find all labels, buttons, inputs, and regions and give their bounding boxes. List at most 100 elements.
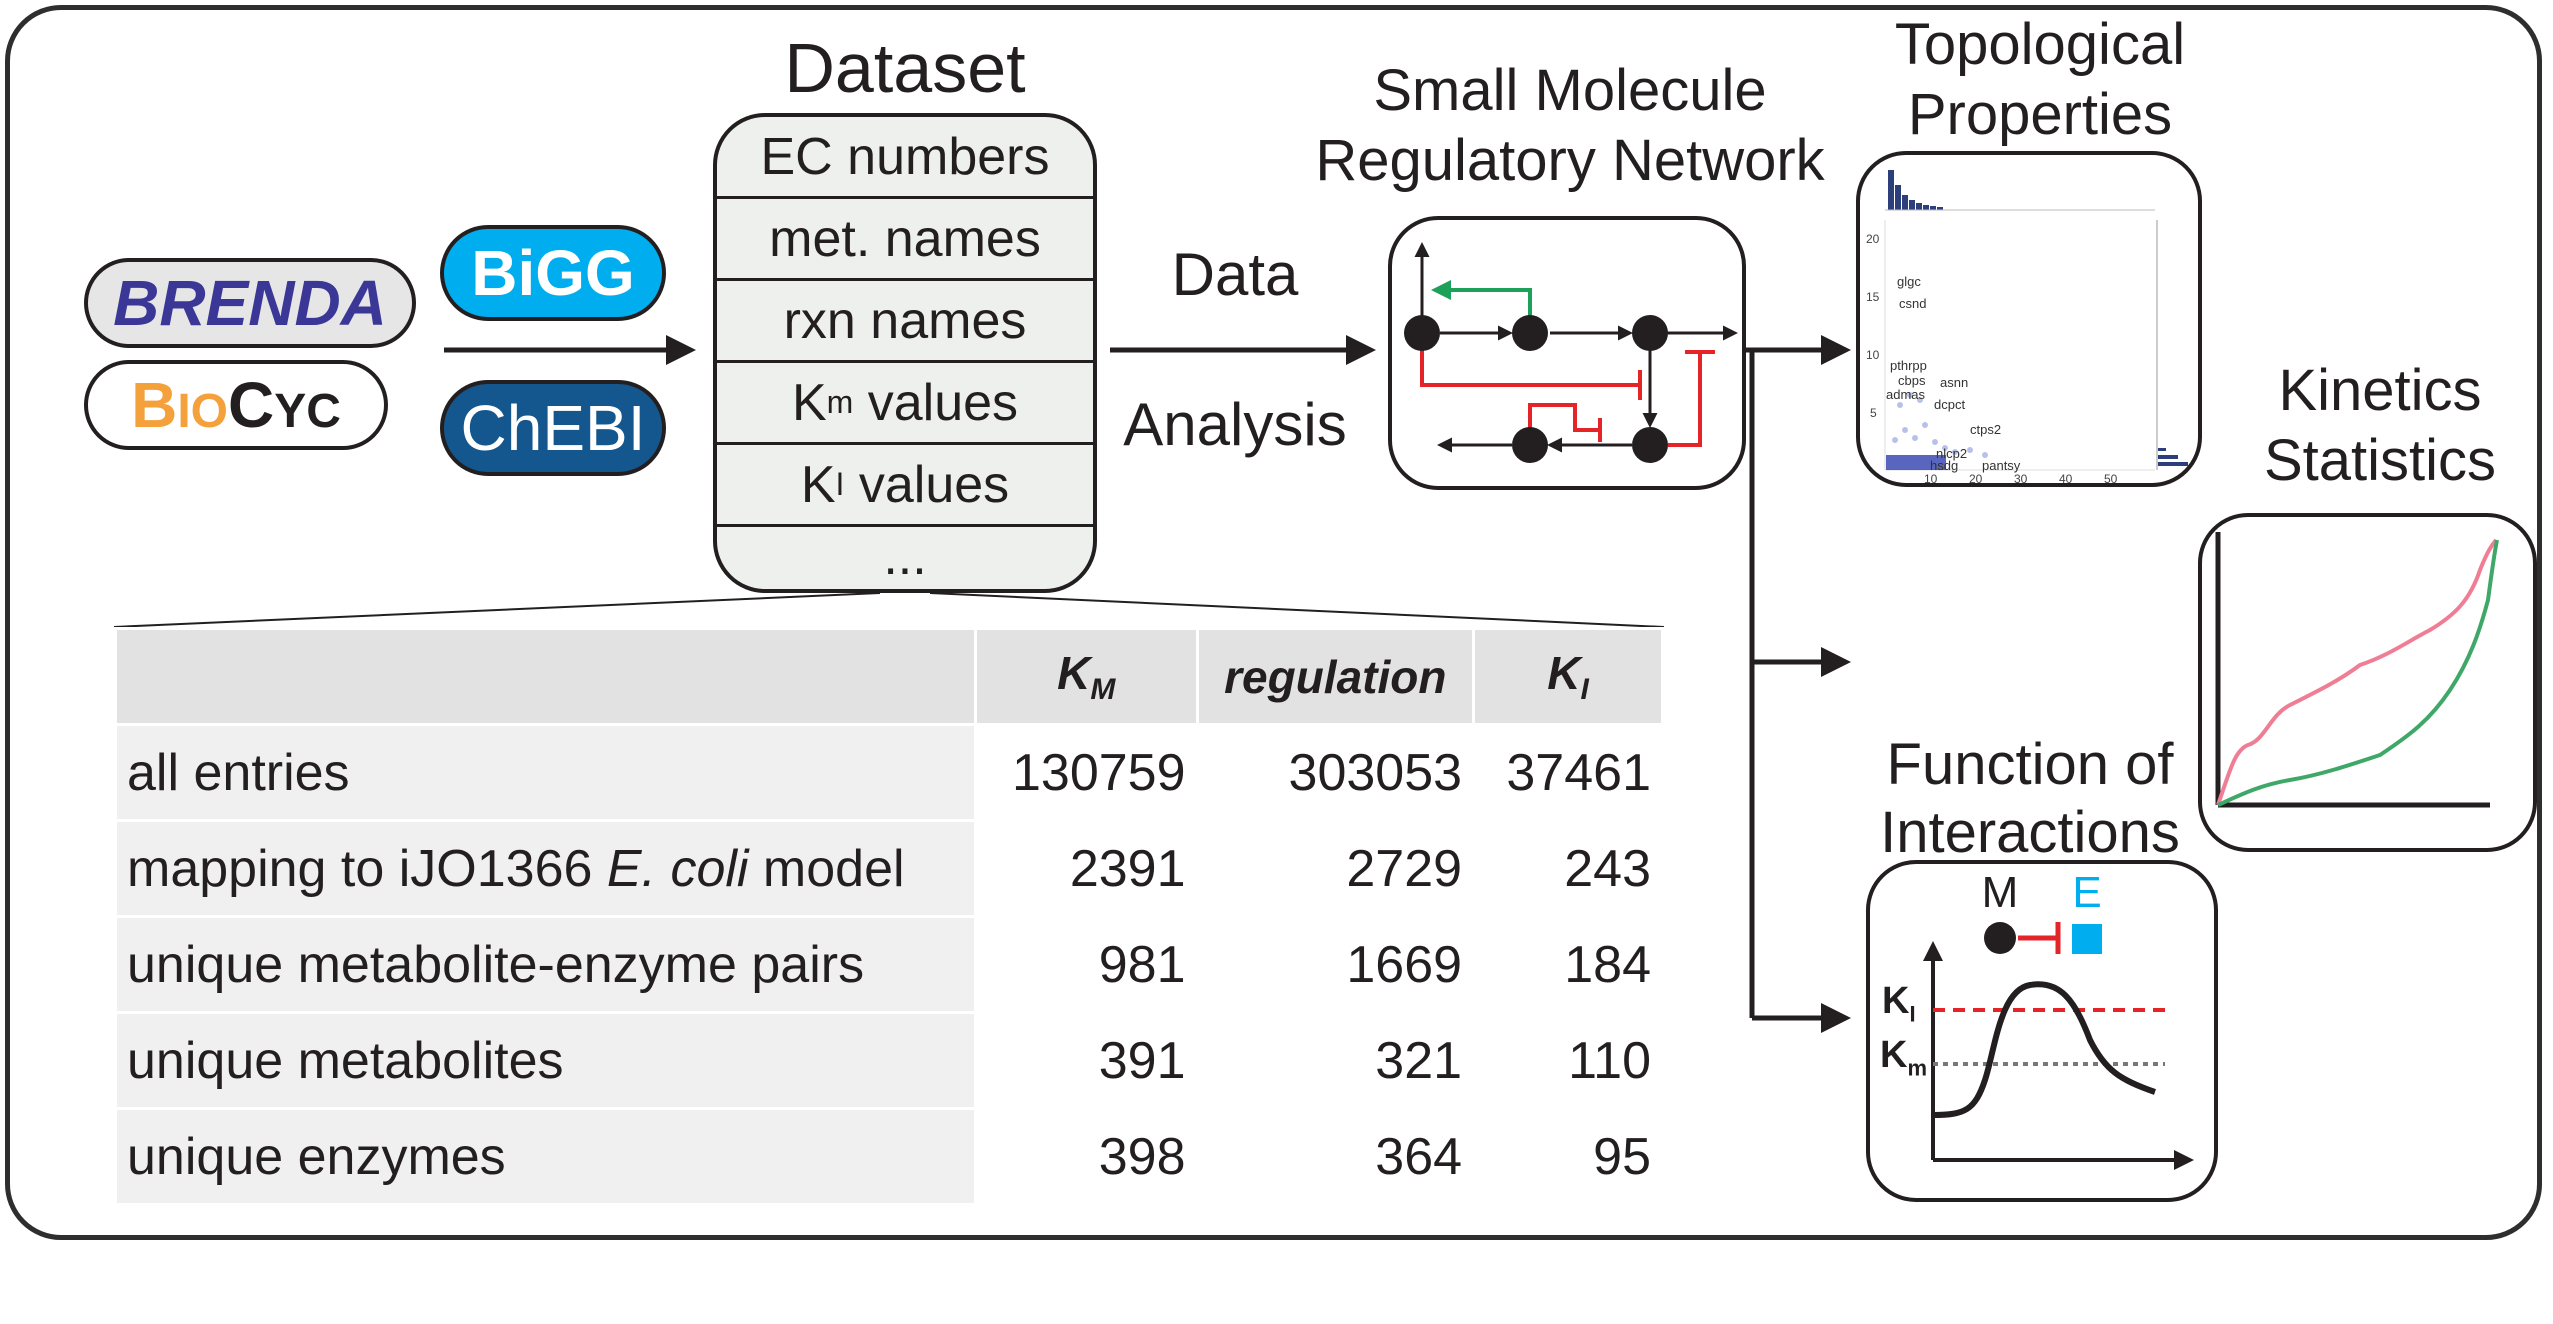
- table-header-row: KM regulation KI: [114, 627, 1664, 726]
- km-axis-label: Km: [1880, 1034, 1927, 1082]
- point-label: csnd: [1899, 296, 1927, 311]
- dataset-row-more: ...: [883, 528, 927, 586]
- brenda-label: BRENDA: [113, 267, 387, 339]
- x-tick: 30: [2014, 472, 2028, 486]
- network-node: [1632, 427, 1668, 463]
- point-label: nlcp2: [1936, 446, 1968, 461]
- cell-ki: 243: [1472, 819, 1664, 918]
- dataset-row-rxn: rxn names: [717, 281, 1093, 363]
- x-tick: 50: [2104, 472, 2118, 486]
- response-curve: [1932, 981, 2156, 1118]
- y-tick: 15: [1866, 290, 1880, 304]
- cell-km: 2391: [974, 819, 1199, 918]
- cell-km: 398: [974, 1107, 1199, 1206]
- cell-ki: 37461: [1472, 723, 1664, 822]
- row-label: mapping to iJO1366 E. coli model: [114, 819, 977, 918]
- point-label: ctps2: [1970, 422, 2002, 437]
- header-regulation: regulation: [1195, 627, 1476, 726]
- biocyc-badge: BIOCYC: [84, 360, 388, 450]
- interactions-plot: [1923, 922, 2194, 1170]
- topological-plot: [1884, 170, 2188, 471]
- cell-regulation: 2729: [1195, 819, 1476, 918]
- row-label-c: model: [748, 839, 905, 898]
- chebi-badge: ChEBI: [440, 380, 666, 476]
- row-label-b: E. coli: [606, 839, 749, 898]
- analysis-line1: Data: [1171, 241, 1299, 308]
- chebi-label: ChEBI: [460, 392, 646, 464]
- y-tick: 5: [1870, 406, 1877, 420]
- ki-k: K: [1882, 980, 1910, 1022]
- kinetics-curve-pink: [2216, 538, 2498, 806]
- network-node: [1512, 315, 1548, 351]
- dataset-title: Dataset: [784, 29, 1026, 107]
- network-title-line2: Regulatory Network: [1315, 128, 1825, 193]
- cell-ki: 110: [1472, 1011, 1664, 1110]
- branch-line: [1744, 347, 1755, 1018]
- cell-km: 130759: [974, 723, 1199, 822]
- header-km: KM: [974, 627, 1199, 726]
- ki-symbol: K: [800, 455, 836, 514]
- biocyc-b: B: [131, 369, 178, 441]
- ki-values-text: values: [858, 455, 1010, 514]
- point-label: pantsy: [1982, 458, 2021, 473]
- ki-subscript: I: [835, 466, 845, 502]
- dataset-row-ec: EC numbers: [717, 117, 1093, 199]
- km-k: K: [1880, 1034, 1908, 1076]
- km-symbol: K: [791, 373, 827, 432]
- point-label: cbps: [1898, 373, 1926, 388]
- kinetics-title-line2: Statistics: [2263, 428, 2497, 493]
- header-ki: KI: [1472, 627, 1664, 726]
- network-node: [1632, 315, 1668, 351]
- kinetics-plot: [2215, 532, 2499, 808]
- kinetics-box: [2198, 513, 2537, 852]
- km-subscript: m: [826, 384, 854, 420]
- cell-regulation: 321: [1195, 1011, 1476, 1110]
- network-node: [1512, 427, 1548, 463]
- kinetics-title-line1: Kinetics: [2278, 358, 2482, 423]
- cell-ki: 184: [1472, 915, 1664, 1014]
- table-row: unique metabolites 391 321 110: [114, 1011, 1664, 1110]
- interactions-title-line2: Interactions: [1880, 800, 2180, 865]
- cell-km: 981: [974, 915, 1199, 1014]
- km-sub: m: [1907, 1055, 1928, 1081]
- topological-title-line2: Properties: [1907, 82, 2173, 147]
- interactions-box: [1866, 860, 2218, 1202]
- point-label: dcpct: [1934, 397, 1966, 412]
- analysis-line2: Analysis: [1123, 391, 1347, 458]
- point-label: admas: [1886, 387, 1926, 402]
- km-values-text: values: [867, 373, 1019, 432]
- table-row: unique enzymes 398 364 95: [114, 1107, 1664, 1206]
- biocyc-c: C: [227, 369, 275, 441]
- topological-title-line1: Topological: [1894, 12, 2186, 77]
- bigg-badge: BiGG: [440, 225, 666, 321]
- network-title-line1: Small Molecule: [1373, 58, 1767, 123]
- cell-ki: 95: [1472, 1107, 1664, 1206]
- biocyc-yc: YC: [274, 385, 341, 438]
- kinetics-curve-green: [2217, 539, 2499, 807]
- biocyc-io: IO: [177, 385, 228, 438]
- enzyme-node: [2072, 924, 2102, 954]
- point-label: glgc: [1897, 274, 1921, 289]
- ki-axis-label: KI: [1882, 980, 1916, 1028]
- point-label: hsdg: [1930, 458, 1959, 473]
- row-label-a: mapping to iJO1366: [127, 839, 607, 898]
- brenda-badge: BRENDA: [84, 258, 416, 348]
- metabolite-node: [1984, 922, 2016, 954]
- biocyc-label: BIOCYC: [131, 368, 341, 442]
- statistics-table: KM regulation KI all entries 130759 3030…: [114, 627, 1664, 1206]
- metabolite-label: M: [1981, 868, 2019, 917]
- x-tick: 20: [1969, 472, 1983, 486]
- zoom-line-left: [113, 592, 881, 628]
- figure-frame: [5, 5, 2542, 1240]
- topological-box: [1856, 151, 2202, 487]
- row-label: unique metabolites: [114, 1011, 977, 1110]
- cell-km: 391: [974, 1011, 1199, 1110]
- row-label: unique enzymes: [114, 1107, 977, 1206]
- cell-regulation: 1669: [1195, 915, 1476, 1014]
- ki-sub: I: [1909, 1001, 1916, 1027]
- row-label: unique metabolite-enzyme pairs: [114, 915, 977, 1014]
- x-tick: 40: [2059, 472, 2073, 486]
